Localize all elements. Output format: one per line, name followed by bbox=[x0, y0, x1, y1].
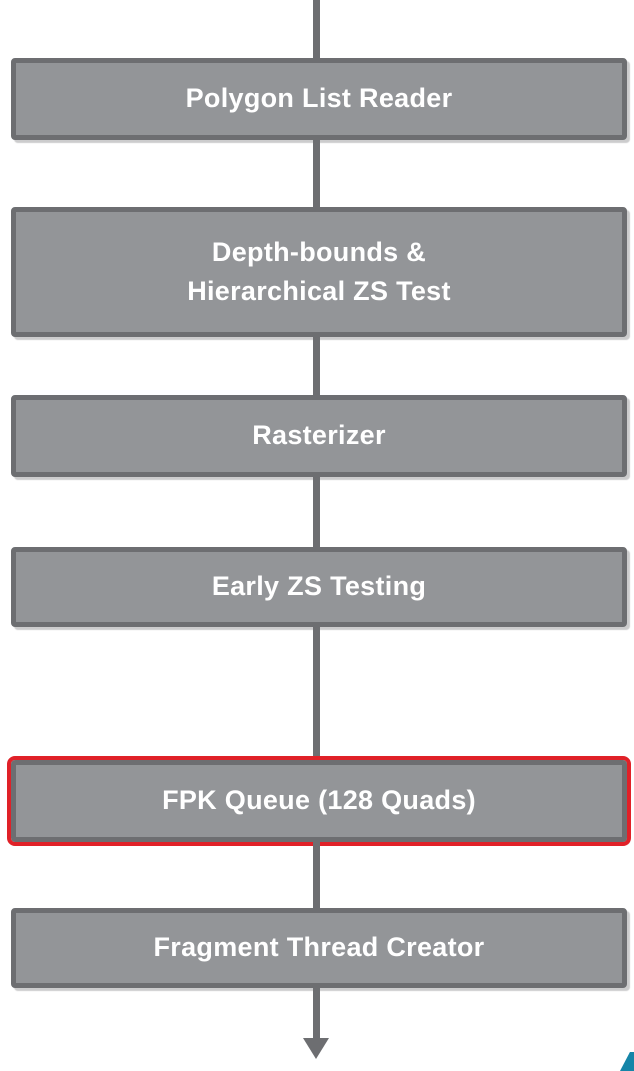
arrow-head-icon bbox=[303, 1038, 329, 1059]
flow-arrow-segment-top bbox=[313, 0, 320, 58]
flow-box-label: Early ZS Testing bbox=[211, 571, 427, 602]
flow-box-fragment-thread-creator: Fragment Thread Creator bbox=[11, 908, 627, 988]
flow-box-rasterizer: Rasterizer bbox=[11, 395, 627, 477]
flow-arrow-segment-1 bbox=[313, 140, 320, 207]
flow-box-fpk-queue: FPK Queue (128 Quads) bbox=[7, 756, 631, 846]
flow-box-label: Rasterizer bbox=[252, 420, 386, 451]
flow-box-depth-bounds-hierarchical-zs-test: Depth-bounds & Hierarchical ZS Test bbox=[11, 207, 627, 337]
flow-arrow-segment-3 bbox=[313, 477, 320, 547]
flow-box-label: Polygon List Reader bbox=[185, 83, 453, 114]
flow-arrow-segment-5 bbox=[313, 842, 320, 908]
flow-box-label: FPK Queue (128 Quads) bbox=[162, 785, 476, 816]
flow-box-early-zs-testing: Early ZS Testing bbox=[11, 547, 627, 627]
flow-box-label: Fragment Thread Creator bbox=[153, 932, 485, 963]
corner-logo-fragment-icon bbox=[620, 1052, 634, 1071]
flow-arrow-segment-4 bbox=[313, 627, 320, 760]
flow-box-label: Depth-bounds & Hierarchical ZS Test bbox=[187, 236, 451, 306]
flow-arrow-segment-bottom bbox=[313, 988, 320, 1040]
flow-arrow-segment-2 bbox=[313, 337, 320, 395]
flow-box-polygon-list-reader: Polygon List Reader bbox=[11, 58, 627, 140]
